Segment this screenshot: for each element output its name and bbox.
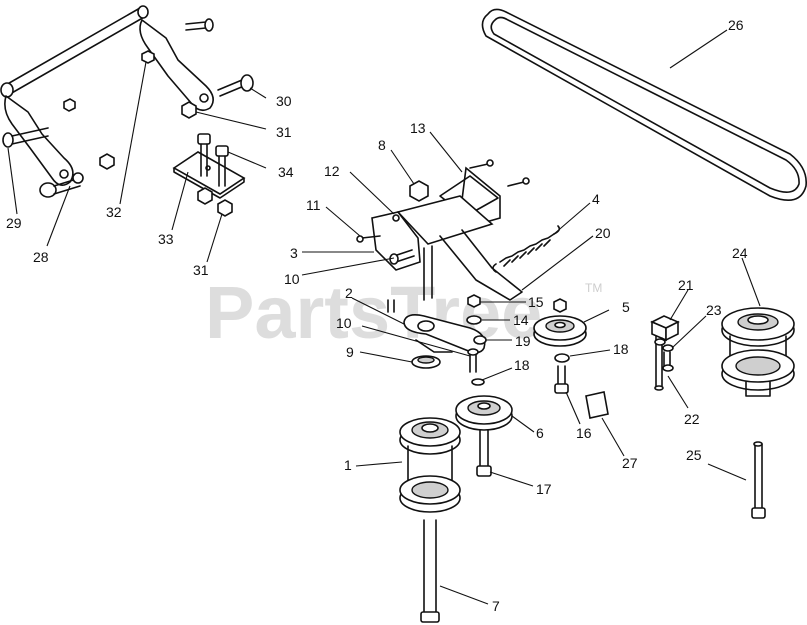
label-6: 6 xyxy=(536,425,544,441)
part-15-nut xyxy=(467,294,481,308)
label-10-lower: 10 xyxy=(336,315,352,331)
part-3-main-bracket xyxy=(371,195,523,313)
part-18-washer-center xyxy=(471,378,485,386)
label-33: 33 xyxy=(158,231,174,247)
part-14-washer xyxy=(466,315,482,325)
label-3: 3 xyxy=(290,245,298,261)
part-8-nut xyxy=(409,180,429,202)
label-17: 17 xyxy=(536,481,552,497)
part-idler-arm-assembly xyxy=(0,5,214,186)
label-13: 13 xyxy=(410,120,426,136)
label-10-upper: 10 xyxy=(284,271,300,287)
label-29: 29 xyxy=(6,215,22,231)
label-15: 15 xyxy=(528,294,544,310)
label-31-lower: 31 xyxy=(193,262,209,278)
part-12-bolt xyxy=(392,214,400,222)
label-24: 24 xyxy=(732,245,748,261)
label-26: 26 xyxy=(728,17,744,33)
label-20: 20 xyxy=(595,225,611,241)
part-33-plate xyxy=(172,151,246,199)
label-1: 1 xyxy=(344,457,352,473)
label-12: 12 xyxy=(324,163,340,179)
part-24-double-pulley xyxy=(721,307,795,397)
label-14: 14 xyxy=(513,312,529,328)
label-7: 7 xyxy=(492,598,500,614)
label-25: 25 xyxy=(686,447,702,463)
label-32: 32 xyxy=(106,204,122,220)
part-25-spindle xyxy=(751,441,766,519)
label-23: 23 xyxy=(706,302,722,318)
part-9-bushing xyxy=(411,355,441,369)
label-18-right: 18 xyxy=(613,341,629,357)
label-19: 19 xyxy=(515,333,531,349)
label-5: 5 xyxy=(622,299,630,315)
part-10-bolt-lower xyxy=(467,348,479,373)
callout-labels: 26 30 31 34 32 29 28 33 31 8 13 12 11 3 … xyxy=(6,17,748,614)
watermark-trademark: TM xyxy=(585,281,602,295)
part-34-bolts xyxy=(197,133,229,187)
label-31-upper: 31 xyxy=(276,124,292,140)
part-32-nut xyxy=(141,50,155,64)
label-21: 21 xyxy=(678,277,694,293)
part-31-nut-upper xyxy=(181,101,197,119)
part-17-bolt xyxy=(476,429,492,477)
part-30-bolt xyxy=(217,74,254,97)
part-7-shaft xyxy=(420,519,440,623)
part-28-bolt xyxy=(39,177,81,198)
part-31-nuts-lower xyxy=(197,187,233,217)
part-16-bolt xyxy=(554,365,569,394)
part-13-screws xyxy=(469,159,530,187)
label-9: 9 xyxy=(346,344,354,360)
label-22: 22 xyxy=(684,411,700,427)
label-27: 27 xyxy=(622,455,638,471)
part-27-decal xyxy=(585,391,609,419)
part-11-bolt xyxy=(356,235,381,243)
part-6-pulley xyxy=(455,395,513,431)
label-11: 11 xyxy=(306,197,321,213)
part-26-belt xyxy=(481,8,807,202)
part-23-washers xyxy=(654,338,674,372)
part-18-washer-right xyxy=(554,353,570,363)
part-4-spring xyxy=(492,225,561,273)
label-2: 2 xyxy=(345,285,353,301)
label-30: 30 xyxy=(276,93,292,109)
label-8: 8 xyxy=(378,137,386,153)
part-1-double-pulley xyxy=(399,417,461,513)
label-28: 28 xyxy=(33,249,49,265)
part-29-bolt xyxy=(2,127,49,148)
watermark: PartsTree xyxy=(205,271,542,354)
label-16: 16 xyxy=(576,425,592,441)
part-5-pulley xyxy=(533,298,587,347)
part-2-idler-arm xyxy=(403,314,486,354)
label-4: 4 xyxy=(592,191,600,207)
part-arm-nuts xyxy=(63,98,115,184)
leader-lines xyxy=(7,29,761,605)
label-18-center: 18 xyxy=(514,357,530,373)
part-19-washer xyxy=(473,335,487,345)
label-34: 34 xyxy=(278,164,294,180)
part-arm-top-bolt xyxy=(185,18,214,32)
